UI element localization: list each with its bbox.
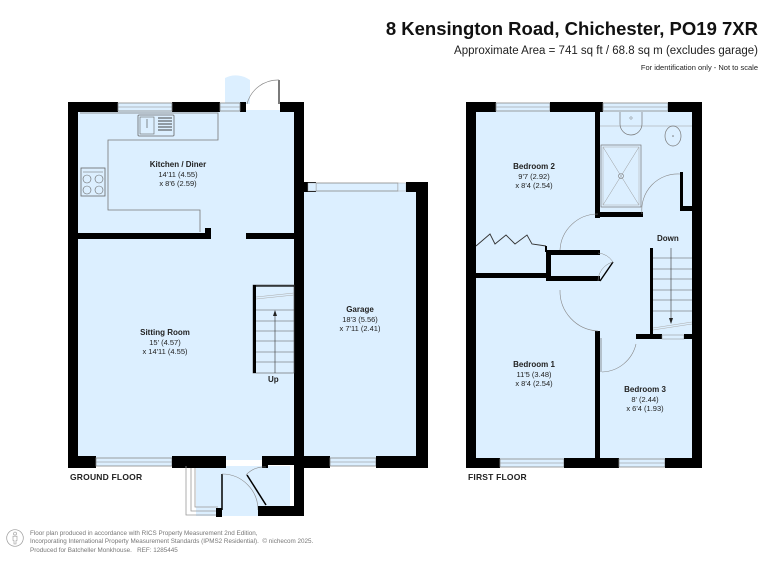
room-dimension: 9'7 (2.92) — [518, 171, 550, 181]
room-label-kitchen-diner: Kitchen / Diner 14'11 (4.55) x 8'6 (2.59… — [150, 160, 206, 189]
footer-line-2: Incorporating International Property Mea… — [30, 538, 314, 546]
room-label-garage: Garage 18'3 (5.56) x 7'11 (2.41) — [340, 305, 381, 334]
room-label-bedroom-3: Bedroom 3 8' (2.44) x 6'4 (1.93) — [624, 385, 666, 414]
footer-line-1: Floor plan produced in accordance with R… — [30, 530, 258, 537]
room-dimension: x 8'6 (2.59) — [159, 179, 197, 188]
footer-disclaimer: Floor plan produced in accordance with R… — [30, 530, 313, 555]
ground-floor-plan — [68, 75, 428, 517]
room-dimension: 8' (2.44) — [631, 394, 659, 404]
room-dimension: 15' (4.57) — [149, 337, 181, 347]
room-dimension: 11'5 (3.48) — [516, 369, 552, 379]
room-dimension: 18'3 (5.56) — [342, 314, 378, 324]
room-dimension: 14'11 (4.55) — [158, 169, 198, 179]
room-dimension: x 8'4 (2.54) — [515, 379, 553, 388]
room-name: Bedroom 2 — [513, 162, 555, 171]
room-name: Kitchen / Diner — [149, 160, 207, 169]
person-measurement-icon — [6, 529, 24, 547]
room-name: Bedroom 3 — [624, 385, 666, 394]
room-label-bedroom-2: Bedroom 2 9'7 (2.92) x 8'4 (2.54) — [513, 162, 555, 191]
stairs-down-label: Down — [657, 234, 679, 243]
ground-floor-label: GROUND FLOOR — [70, 472, 143, 482]
room-dimension: x 8'4 (2.54) — [515, 181, 553, 190]
room-name: Sitting Room — [140, 328, 190, 337]
stairs-up-label: Up — [268, 375, 279, 384]
room-name: Garage — [346, 305, 374, 314]
room-label-sitting-room: Sitting Room 15' (4.57) x 14'11 (4.55) — [140, 328, 190, 357]
property-address-title: 8 Kensington Road, Chichester, PO19 7XR — [385, 18, 758, 39]
reference-number: REF: 1285445 — [137, 546, 178, 554]
room-dimension: x 6'4 (1.93) — [626, 404, 664, 413]
first-floor-plan — [466, 102, 702, 468]
room-name: Bedroom 1 — [513, 360, 555, 369]
approximate-area: Approximate Area = 741 sq ft / 68.8 sq m… — [454, 45, 758, 57]
room-dimension: x 14'11 (4.55) — [142, 347, 188, 356]
room-label-bedroom-1: Bedroom 1 11'5 (3.48) x 8'4 (2.54) — [513, 360, 555, 389]
footer-line-3: Produced for Batcheller Monkhouse. REF: … — [30, 546, 178, 554]
scale-disclaimer: For identification only - Not to scale — [640, 63, 758, 72]
room-dimension: x 7'11 (2.41) — [339, 324, 381, 333]
first-floor-label: FIRST FLOOR — [468, 472, 527, 482]
copyright: © nichecom 2025. — [262, 538, 314, 546]
